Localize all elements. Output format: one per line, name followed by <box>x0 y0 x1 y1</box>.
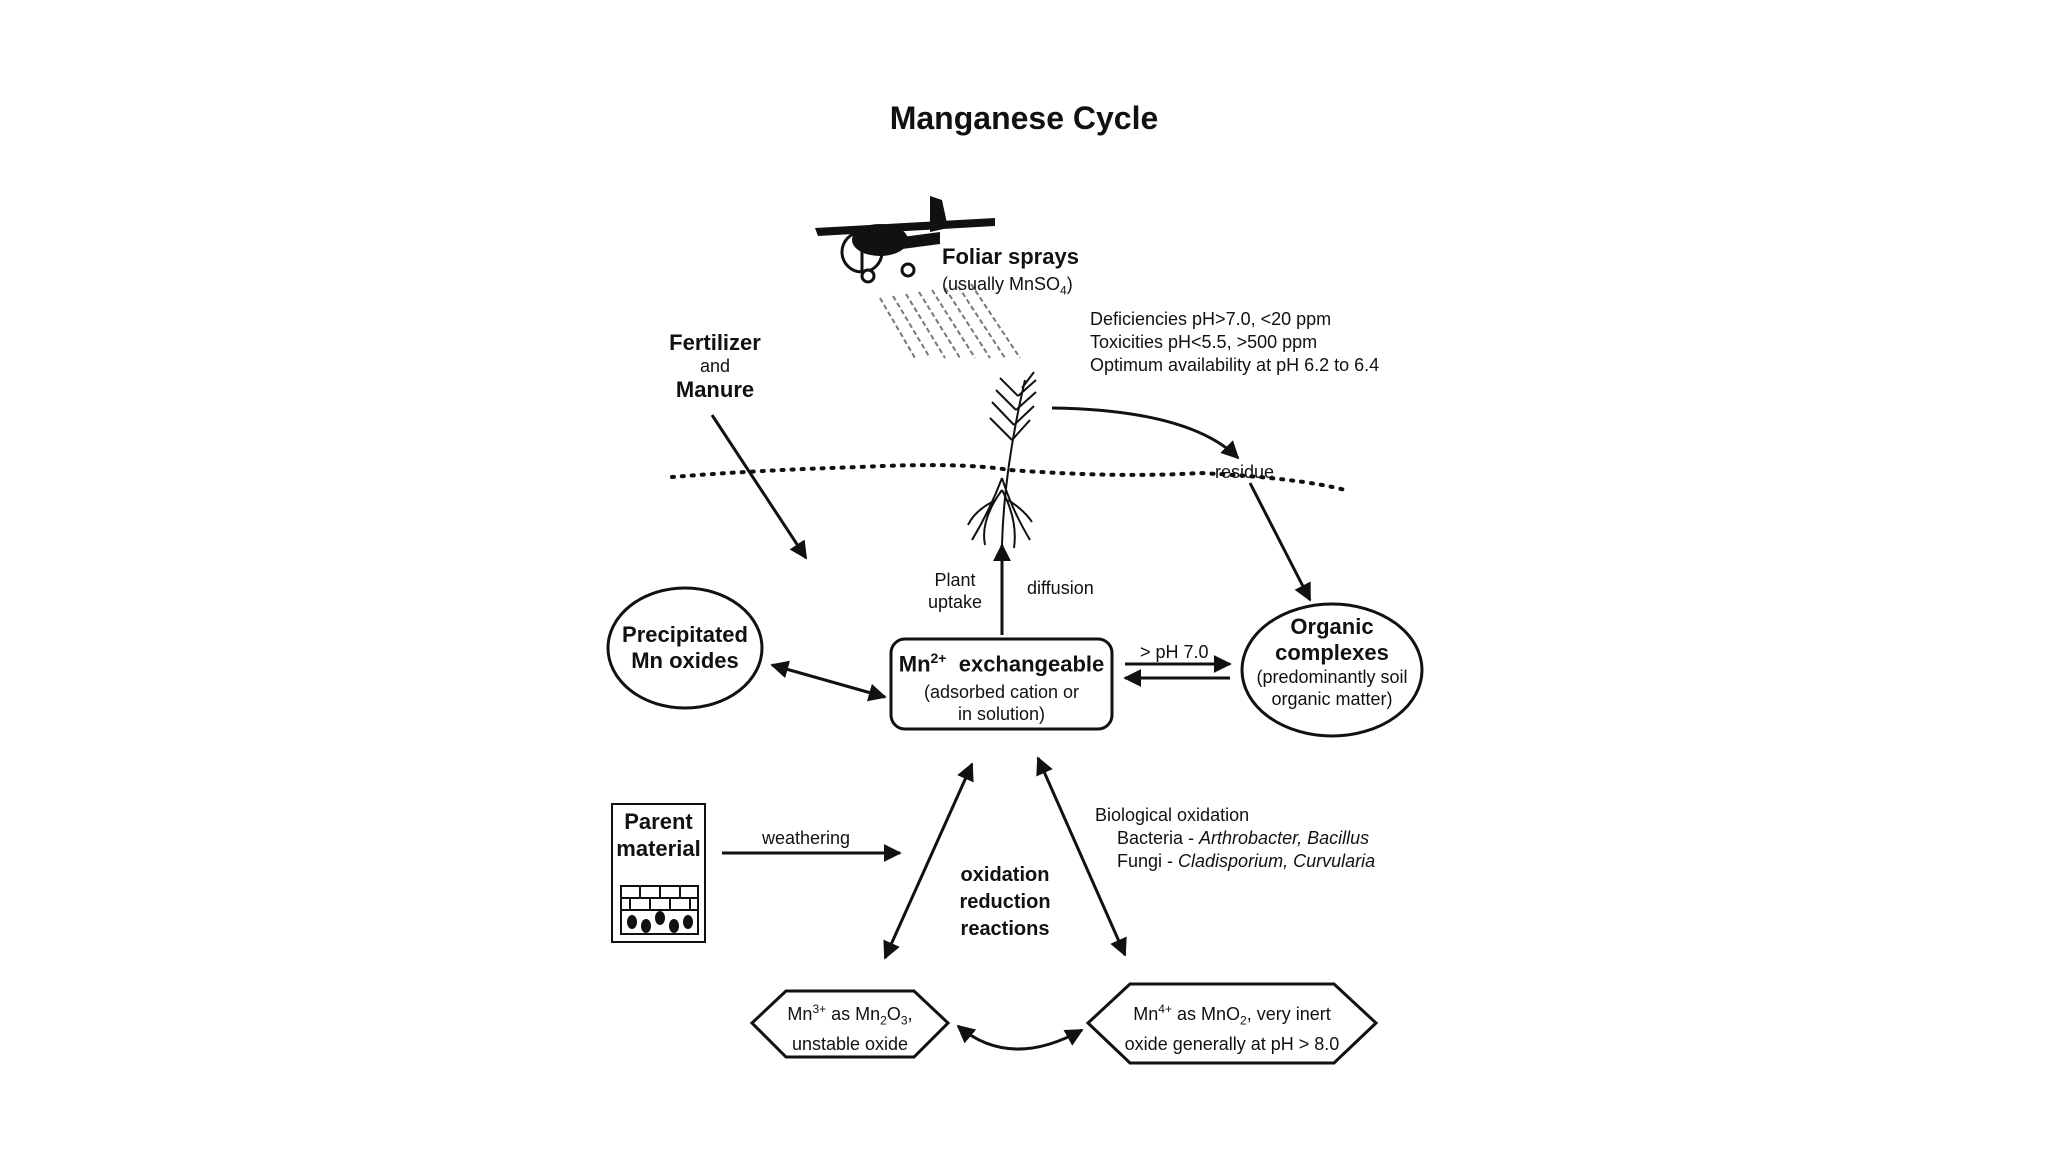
arrow-redox-left <box>883 762 974 960</box>
bacteria-names: Arthrobacter, Bacillus <box>1199 828 1370 848</box>
toxicities-note: Toxicities pH<5.5, >500 ppm <box>1090 332 1318 352</box>
biological-oxidation-label: Biological oxidation Bacteria - Arthroba… <box>1095 804 1375 873</box>
exchangeable-line3: in solution) <box>957 704 1046 725</box>
precipitated-label: Precipitated Mn oxides <box>608 622 762 674</box>
foliar-sub-subscript: 4 <box>1060 283 1067 298</box>
soil-surface-line <box>670 463 1347 492</box>
mn3-hexagon <box>749 989 951 1059</box>
parent-line1: Parent <box>624 809 693 834</box>
arrow-fertilizer <box>710 414 808 560</box>
mn-prefix: Mn <box>898 651 931 677</box>
arrow-residue-to-organic <box>1248 482 1312 602</box>
manure-text: Manure <box>675 377 755 402</box>
mn3-suffix: , <box>907 1004 913 1024</box>
bacteria-line: Bacteria - Arthrobacter, Bacillus <box>1095 827 1375 850</box>
organic-line2: complexes <box>1275 640 1389 665</box>
parent-line2: material <box>616 836 701 861</box>
exchangeable-line2: (adsorbed cation or <box>923 682 1080 703</box>
residue-label: residue <box>1215 462 1275 482</box>
arrow-mn3-mn4 <box>956 1024 1084 1051</box>
deficiencies-note: Deficiencies pH>7.0, <20 ppm <box>1090 309 1332 329</box>
mn-charge: 2+ <box>930 650 947 666</box>
fungi-line: Fungi - Cladisporium, Curvularia <box>1095 850 1375 873</box>
redox-line1: oxidation <box>960 864 1050 886</box>
arrow-to-residue <box>1051 406 1240 460</box>
mn4-suffix: , very inert <box>1246 1004 1331 1024</box>
precipitated-line1: Precipitated <box>622 622 748 647</box>
mn4-prefix: Mn <box>1133 1004 1159 1024</box>
fertilizer-and-text: and <box>699 356 731 376</box>
mn3-sub2: 3 <box>900 1013 908 1028</box>
mn3-line2: unstable oxide <box>791 1033 909 1054</box>
page-title: Manganese Cycle <box>889 100 1159 136</box>
foliar-sub-prefix: (usually MnSO <box>942 274 1061 294</box>
organic-line3: (predominantly soil <box>1256 667 1408 687</box>
mn3-sub1: 2 <box>880 1013 887 1028</box>
organic-line1: Organic <box>1290 614 1374 639</box>
bio-title: Biological oxidation <box>1095 805 1250 825</box>
mn3-prefix: Mn <box>787 1004 813 1024</box>
mn4-middle: as MnO <box>1171 1004 1240 1024</box>
fungi-names: Cladisporium, Curvularia <box>1178 851 1376 871</box>
redox-line2: reduction <box>959 891 1051 913</box>
mn3-middle: as Mn <box>826 1004 881 1024</box>
plant-uptake-label: Plant uptake <box>920 569 990 613</box>
airplane-icon <box>815 196 995 284</box>
organic-oval <box>1240 602 1424 738</box>
mn4-charge: 4+ <box>1158 1002 1172 1016</box>
spray-lines <box>879 283 1021 359</box>
weathering-label: weathering <box>762 828 851 848</box>
parent-material-label: Parent material <box>612 808 705 862</box>
mn4-label: Mn4+ as MnO2, very inert oxide generally… <box>1088 998 1376 1056</box>
mn3-line1: Mn3+ as Mn2O3, <box>752 998 948 1033</box>
diffusion-label: diffusion <box>1027 578 1094 598</box>
redox-line3: reactions <box>960 918 1050 940</box>
mn4-sub1: 2 <box>1240 1013 1247 1028</box>
foliar-sprays-title: Foliar sprays <box>942 244 1079 269</box>
plant-icon <box>967 371 1037 549</box>
foliar-sprays-subtitle: (usually MnSO4) <box>942 274 1079 298</box>
ph-label: > pH 7.0 <box>1140 642 1209 662</box>
mn4-line1: Mn4+ as MnO2, very inert <box>1088 998 1376 1033</box>
fertilizer-manure-label: Fertilizer and Manure <box>650 330 780 403</box>
arrow-precipitated <box>770 660 887 702</box>
mn4-line2: oxide generally at pH > 8.0 <box>1124 1033 1340 1054</box>
parent-material-icon <box>611 803 706 943</box>
fertilizer-text: Fertilizer <box>669 330 761 355</box>
exchangeable-box <box>889 637 1114 731</box>
arrow-redox-right <box>1036 756 1127 957</box>
redox-label: oxidation reduction reactions <box>940 862 1070 943</box>
exchangeable-title: Mn2+ exchangeable <box>891 650 1112 677</box>
fungi-label: Fungi - <box>1117 851 1179 871</box>
availability-notes: Deficiencies pH>7.0, <20 ppm Toxicities … <box>1090 308 1379 377</box>
precipitated-line2: Mn oxides <box>631 648 739 673</box>
exchangeable-label: Mn2+ exchangeable (adsorbed cation or in… <box>891 650 1112 725</box>
mn4-hexagon <box>1085 982 1379 1065</box>
foliar-sprays-label: Foliar sprays (usually MnSO4) <box>942 244 1079 298</box>
organic-line4: organic matter) <box>1271 689 1393 709</box>
plant-uptake-line2: uptake <box>927 592 983 612</box>
plant-uptake-line1: Plant <box>934 570 976 590</box>
optimum-note: Optimum availability at pH 6.2 to 6.4 <box>1090 355 1380 375</box>
organic-label: Organic complexes (predominantly soil or… <box>1242 614 1422 710</box>
bacteria-label: Bacteria - <box>1117 828 1200 848</box>
exchangeable-word: exchangeable <box>958 651 1105 677</box>
precipitated-oval <box>606 586 764 710</box>
foliar-sub-suffix: ) <box>1066 274 1073 294</box>
mn3-o: O <box>886 1004 901 1024</box>
mn3-charge: 3+ <box>812 1002 827 1016</box>
mn3-label: Mn3+ as Mn2O3, unstable oxide <box>752 998 948 1056</box>
